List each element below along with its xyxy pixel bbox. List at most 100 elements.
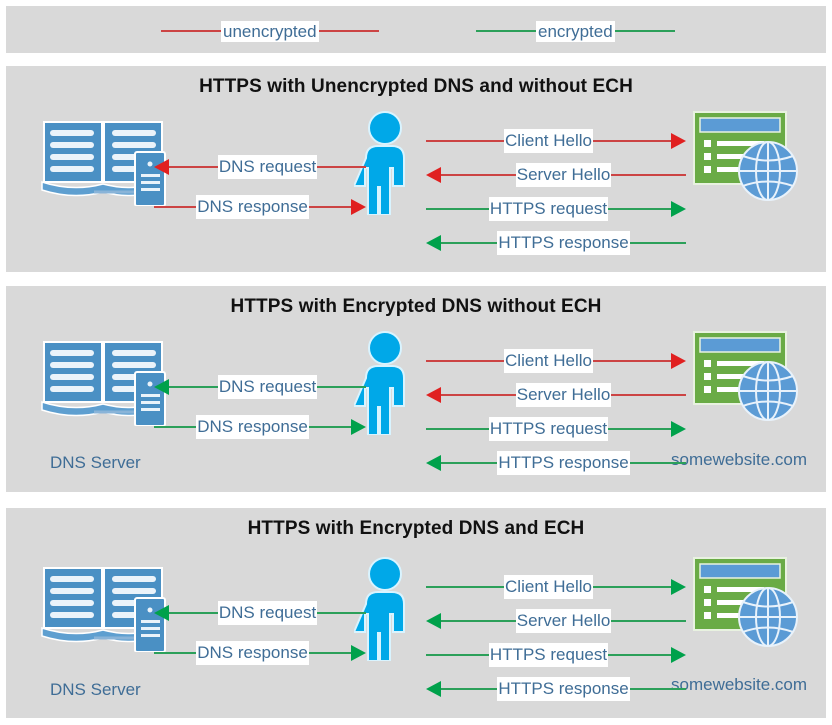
scenario-panel-2: HTTPS with Encrypted DNS without ECH — [6, 286, 826, 492]
legend-label-encrypted: encrypted — [536, 20, 615, 42]
arrow-left-icon — [426, 455, 441, 471]
dns-server-icon — [36, 336, 181, 427]
line-segment — [308, 652, 351, 654]
scenario-panel-1: HTTPS with Unencrypted DNS and without E… — [6, 66, 826, 314]
arrow-left-icon — [426, 167, 441, 183]
line-segment — [441, 462, 498, 464]
line-segment — [629, 462, 687, 464]
message-label: Server Hello — [515, 609, 612, 633]
message-label: DNS request — [217, 375, 318, 399]
arrow-left-icon — [154, 605, 169, 621]
message-https-response-2: HTTPS response — [426, 450, 687, 476]
line-segment — [608, 654, 671, 656]
message-label: Client Hello — [504, 349, 593, 373]
line-segment — [441, 174, 516, 176]
dns-server-label-3: DNS Server — [50, 680, 141, 699]
message-label: DNS request — [217, 155, 318, 179]
arrow-left-icon — [426, 387, 441, 403]
message-https-response-1: HTTPS response — [426, 230, 687, 256]
arrow-left-icon — [154, 379, 169, 395]
message-label: HTTPS request — [488, 197, 609, 221]
message-label: Server Hello — [515, 383, 612, 407]
message-label: DNS response — [196, 195, 309, 219]
message-label: HTTPS response — [497, 677, 630, 701]
message-https-request-3: HTTPS request — [426, 642, 686, 668]
arrow-right-icon — [351, 419, 366, 435]
line-segment — [441, 688, 498, 690]
message-label: Server Hello — [515, 163, 612, 187]
message-dns-response-1: DNS response — [154, 194, 366, 220]
line-segment — [611, 620, 687, 622]
line-segment — [441, 620, 516, 622]
line-segment — [154, 426, 197, 428]
person-icon-2 — [352, 330, 416, 436]
legend-panel: unencrypted encrypted — [6, 6, 826, 53]
legend-line-left-unencrypted — [161, 30, 221, 32]
line-segment — [426, 586, 505, 588]
line-segment — [441, 394, 516, 396]
line-segment — [629, 242, 687, 244]
website-icon-2 — [690, 328, 815, 433]
arrow-left-icon — [426, 235, 441, 251]
line-segment — [169, 166, 218, 168]
arrow-right-icon — [671, 133, 686, 149]
website-label-3: somewebsite.com — [671, 675, 808, 694]
message-client-hello-3: Client Hello — [426, 574, 686, 600]
message-client-hello-1: Client Hello — [426, 128, 686, 154]
line-segment — [592, 586, 671, 588]
message-label: DNS response — [196, 415, 309, 439]
line-segment — [169, 612, 218, 614]
arrow-right-icon — [351, 199, 366, 215]
line-segment — [426, 140, 505, 142]
line-segment — [608, 428, 671, 430]
person-icon-3 — [352, 556, 416, 662]
line-segment — [308, 426, 351, 428]
message-label: DNS request — [217, 601, 318, 625]
line-segment — [317, 386, 367, 388]
dns-server-label-2: DNS Server — [50, 453, 141, 472]
arrow-right-icon — [671, 579, 686, 595]
line-segment — [426, 654, 489, 656]
legend-line-right-encrypted — [614, 30, 675, 32]
arrow-right-icon — [671, 647, 686, 663]
message-label: HTTPS request — [488, 417, 609, 441]
globe-icon — [738, 587, 798, 647]
message-label: HTTPS response — [497, 451, 630, 475]
message-dns-response-3: DNS response — [154, 640, 366, 666]
message-server-hello-2: Server Hello — [426, 382, 687, 408]
message-label: HTTPS response — [497, 231, 630, 255]
panel-title-2: HTTPS with Encrypted DNS without ECH — [230, 296, 602, 317]
message-https-response-3: HTTPS response — [426, 676, 687, 702]
message-server-hello-3: Server Hello — [426, 608, 687, 634]
message-dns-request-1: DNS request — [154, 154, 367, 180]
arrow-right-icon — [671, 353, 686, 369]
message-dns-response-2: DNS response — [154, 414, 366, 440]
website-icon-1 — [690, 108, 815, 213]
line-segment — [169, 386, 218, 388]
message-https-request-1: HTTPS request — [426, 196, 686, 222]
line-segment — [608, 208, 671, 210]
dns-server-icon — [36, 116, 181, 207]
dns-server-icon — [36, 562, 181, 653]
legend-item-encrypted: encrypted — [476, 20, 675, 42]
message-label: Client Hello — [504, 129, 593, 153]
line-segment — [426, 428, 489, 430]
line-segment — [154, 206, 197, 208]
arrow-left-icon — [154, 159, 169, 175]
line-segment — [441, 242, 498, 244]
arrow-right-icon — [671, 201, 686, 217]
line-segment — [426, 208, 489, 210]
line-segment — [611, 394, 687, 396]
message-dns-request-2: DNS request — [154, 374, 367, 400]
line-segment — [611, 174, 687, 176]
line-segment — [592, 140, 671, 142]
message-label: HTTPS request — [488, 643, 609, 667]
message-server-hello-1: Server Hello — [426, 162, 687, 188]
line-segment — [592, 360, 671, 362]
message-label: Client Hello — [504, 575, 593, 599]
arrow-left-icon — [426, 681, 441, 697]
arrow-left-icon — [426, 613, 441, 629]
line-segment — [308, 206, 351, 208]
website-icon-3 — [690, 554, 815, 659]
